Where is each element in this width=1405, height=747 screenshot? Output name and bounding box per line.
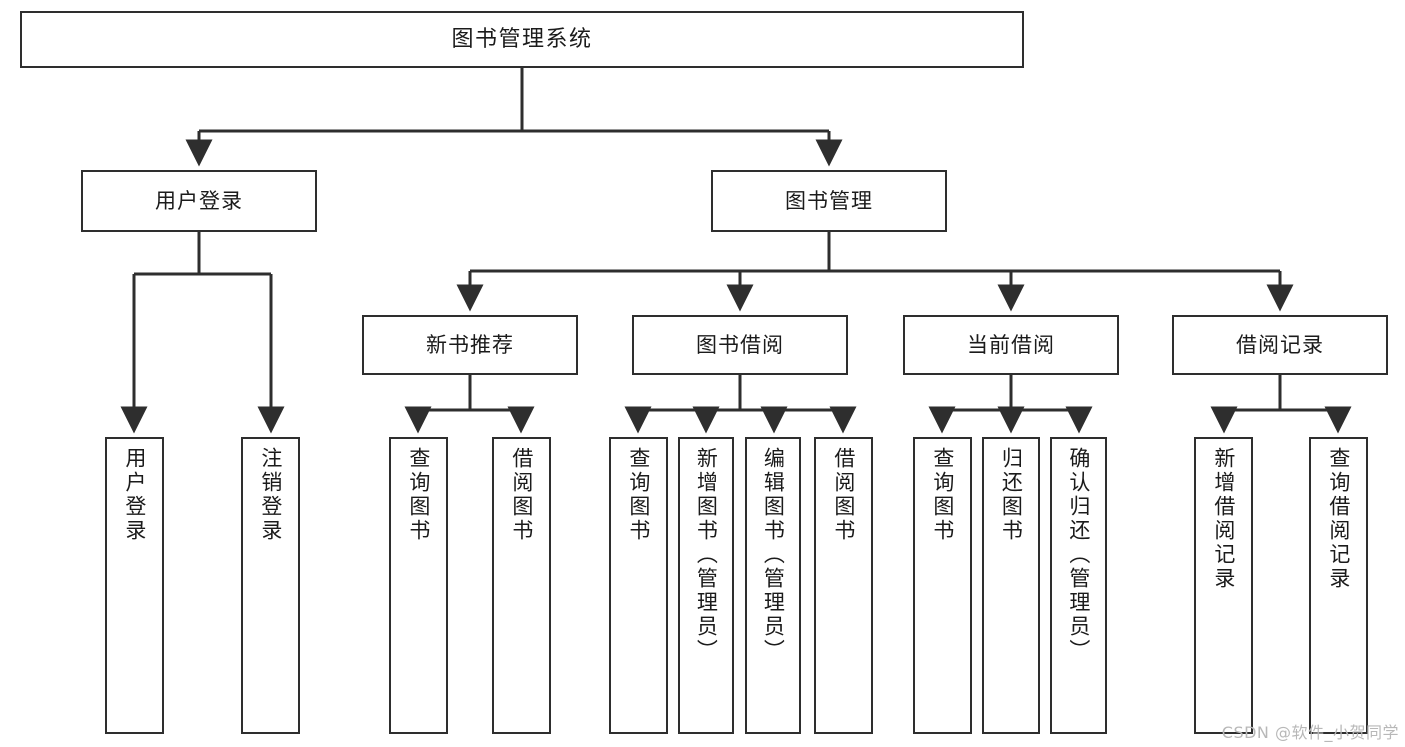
node-leaf-return-book-label: 归还图书: [999, 447, 1024, 543]
node-leaf-query-record-label: 查询借阅记录: [1326, 447, 1351, 591]
node-leaf-query-book-2-label: 查询图书: [626, 447, 651, 543]
node-book-management-label: 图书管理: [785, 188, 873, 213]
node-leaf-confirm-return[interactable]: 确认归还（管理员）: [1050, 437, 1107, 734]
node-root-label: 图书管理系统: [451, 26, 593, 52]
node-new-book-recommend-label: 新书推荐: [426, 332, 514, 357]
node-leaf-add-book-label: 新增图书（管理员）: [694, 447, 719, 663]
node-leaf-user-login[interactable]: 用户登录: [105, 437, 164, 734]
node-leaf-user-login-label: 用户登录: [122, 447, 147, 543]
node-book-borrow-label: 图书借阅: [696, 332, 784, 357]
node-leaf-edit-book-label: 编辑图书（管理员）: [761, 447, 786, 663]
node-leaf-logout-login[interactable]: 注销登录: [241, 437, 300, 734]
node-leaf-query-record[interactable]: 查询借阅记录: [1309, 437, 1368, 734]
node-leaf-borrow-book-2-label: 借阅图书: [831, 447, 856, 543]
csdn-watermark: CSDN @软件_小贺同学: [1221, 723, 1399, 742]
node-leaf-add-record[interactable]: 新增借阅记录: [1194, 437, 1253, 734]
node-leaf-query-book-1[interactable]: 查询图书: [389, 437, 448, 734]
node-current-borrow-label: 当前借阅: [967, 332, 1055, 357]
node-leaf-query-book-1-label: 查询图书: [406, 447, 431, 543]
node-borrow-record[interactable]: 借阅记录: [1172, 315, 1388, 375]
node-leaf-borrow-book-2[interactable]: 借阅图书: [814, 437, 873, 734]
node-leaf-add-record-label: 新增借阅记录: [1211, 447, 1236, 591]
node-current-borrow[interactable]: 当前借阅: [903, 315, 1119, 375]
node-new-book-recommend[interactable]: 新书推荐: [362, 315, 578, 375]
node-leaf-logout-login-label: 注销登录: [258, 447, 283, 543]
node-borrow-record-label: 借阅记录: [1236, 332, 1324, 357]
node-leaf-query-book-3[interactable]: 查询图书: [913, 437, 972, 734]
node-leaf-add-book[interactable]: 新增图书（管理员）: [678, 437, 734, 734]
node-book-management[interactable]: 图书管理: [711, 170, 947, 232]
node-leaf-query-book-3-label: 查询图书: [930, 447, 955, 543]
node-user-login-label: 用户登录: [155, 188, 243, 213]
node-leaf-borrow-book-1-label: 借阅图书: [509, 447, 534, 543]
node-leaf-query-book-2[interactable]: 查询图书: [609, 437, 668, 734]
node-leaf-return-book[interactable]: 归还图书: [982, 437, 1040, 734]
node-leaf-confirm-return-label: 确认归还（管理员）: [1066, 447, 1091, 663]
node-book-borrow[interactable]: 图书借阅: [632, 315, 848, 375]
node-leaf-edit-book[interactable]: 编辑图书（管理员）: [745, 437, 801, 734]
node-user-login[interactable]: 用户登录: [81, 170, 317, 232]
node-leaf-borrow-book-1[interactable]: 借阅图书: [492, 437, 551, 734]
node-root[interactable]: 图书管理系统: [20, 11, 1024, 68]
